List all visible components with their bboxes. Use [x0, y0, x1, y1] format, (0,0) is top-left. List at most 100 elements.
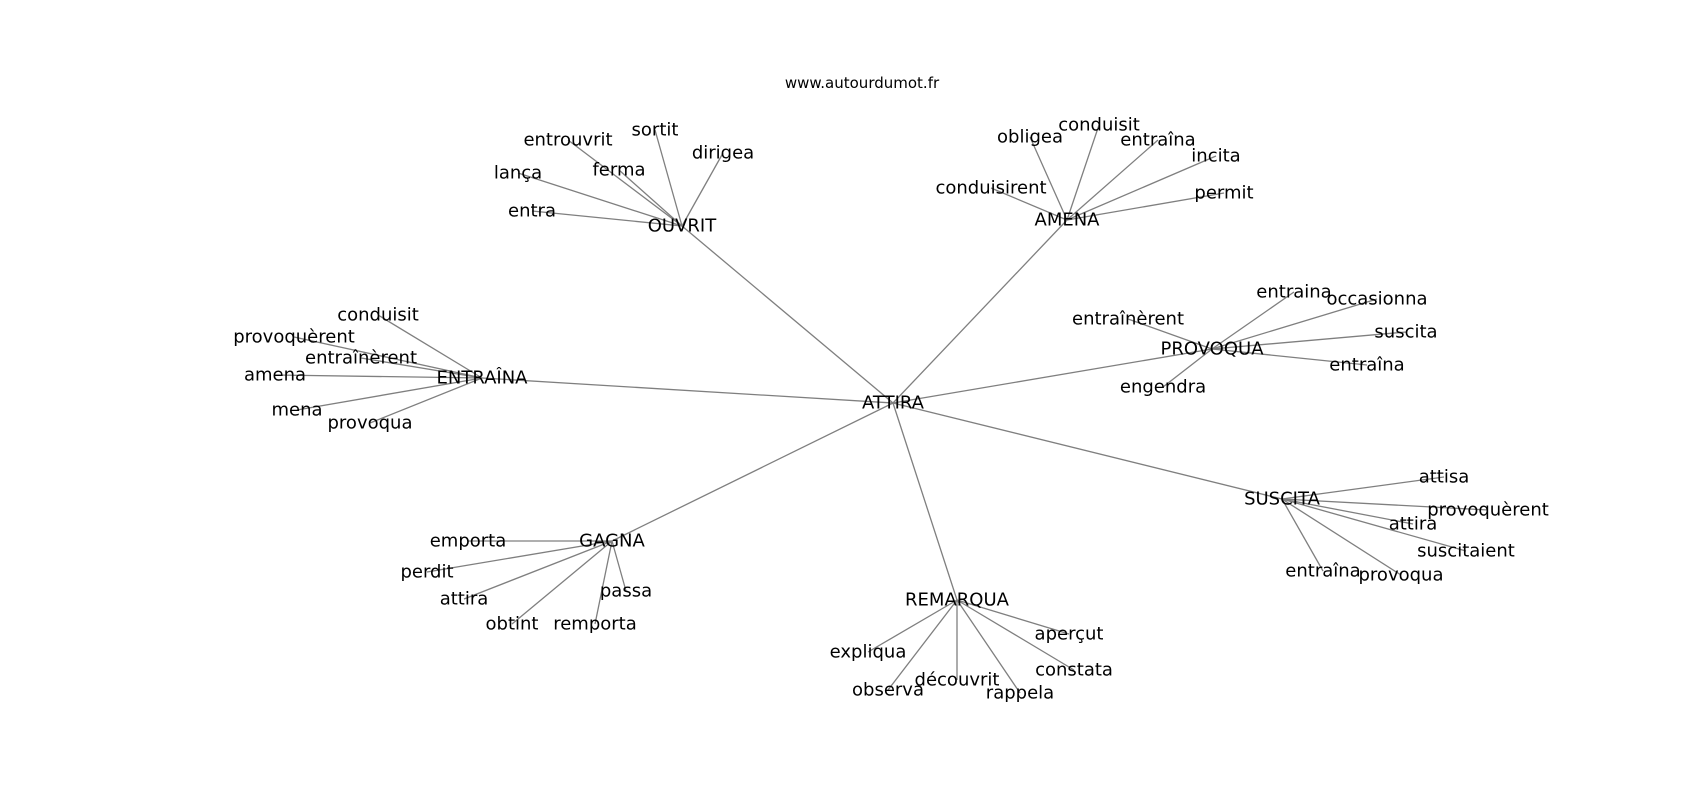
- leaf-node-gagna-2: attira: [440, 589, 489, 610]
- edge-center-ouvrit: [681, 225, 894, 404]
- graph-edges: [274, 124, 1489, 694]
- edge-entraina-leaf-0: [377, 314, 483, 379]
- leaf-node-provoqua-3: suscita: [1374, 322, 1437, 343]
- edge-amena-leaf-1: [1066, 124, 1100, 221]
- leaf-node-suscita-5: provoqua: [1359, 565, 1444, 586]
- edge-remarqua-leaf-1: [867, 599, 958, 653]
- edge-ouvrit-leaf-3: [618, 169, 683, 227]
- leaf-node-gagna-4: obtint: [486, 614, 539, 635]
- edge-provoqua-leaf-2: [1127, 318, 1213, 350]
- leaf-node-entraina-5: provoqua: [328, 413, 413, 434]
- hub-node-provoqua: PROVOQUA: [1160, 339, 1264, 360]
- site-url: www.autourdumot.fr: [785, 74, 940, 92]
- edge-amena-leaf-4: [990, 187, 1068, 221]
- leaf-node-ouvrit-0: entrouvrit: [523, 130, 612, 151]
- edge-provoqua-leaf-1: [1211, 298, 1378, 350]
- edge-ouvrit-leaf-1: [654, 129, 683, 227]
- edge-ouvrit-leaf-5: [531, 210, 683, 227]
- leaf-node-gagna-0: emporta: [430, 531, 507, 552]
- hub-node-gagna: GAGNA: [579, 531, 645, 552]
- leaf-node-gagna-5: remporta: [553, 614, 637, 635]
- leaf-node-amena-2: entraîna: [1120, 130, 1195, 151]
- edge-amena-leaf-0: [1029, 136, 1068, 221]
- leaf-node-amena-5: permit: [1194, 183, 1253, 204]
- edge-entraina-leaf-3: [274, 374, 483, 379]
- leaf-node-remarqua-3: découvrit: [915, 670, 1000, 691]
- edge-center-entraina: [481, 377, 894, 404]
- leaf-node-remarqua-5: rappela: [986, 683, 1054, 704]
- leaf-node-entraina-1: provoquèrent: [233, 327, 355, 348]
- edge-provoqua-leaf-5: [1162, 348, 1213, 388]
- edge-entraina-leaf-5: [369, 377, 483, 424]
- leaf-node-amena-0: obligea: [997, 127, 1063, 148]
- leaf-node-remarqua-1: expliqua: [830, 642, 907, 663]
- edge-center-gagna: [611, 402, 894, 542]
- leaf-node-remarqua-0: aperçut: [1035, 624, 1104, 645]
- leaf-node-ouvrit-4: lança: [494, 163, 542, 184]
- edge-provoqua-leaf-3: [1211, 331, 1407, 350]
- edge-suscita-leaf-2: [1281, 498, 1414, 525]
- leaf-node-ouvrit-2: dirigea: [692, 143, 754, 164]
- hub-node-ouvrit: OUVRIT: [648, 216, 717, 237]
- hub-node-suscita: SUSCITA: [1244, 489, 1321, 510]
- edge-entraina-leaf-4: [296, 377, 483, 411]
- leaf-node-suscita-1: provoquèrent: [1427, 500, 1549, 521]
- hub-node-amena: AMENA: [1035, 210, 1101, 231]
- edge-suscita-leaf-3: [1281, 498, 1467, 552]
- leaf-node-ouvrit-5: entra: [508, 201, 556, 222]
- edge-gagna-leaf-3: [611, 540, 627, 592]
- leaf-node-suscita-0: attisa: [1419, 467, 1470, 488]
- leaf-node-entraina-0: conduisit: [337, 305, 419, 326]
- edge-suscita-leaf-1: [1281, 498, 1489, 511]
- edge-gagna-leaf-2: [463, 540, 613, 600]
- edge-ouvrit-leaf-4: [517, 172, 683, 227]
- leaf-node-remarqua-2: constata: [1035, 660, 1113, 681]
- leaf-node-ouvrit-1: sortit: [632, 120, 679, 141]
- edge-ouvrit-leaf-0: [567, 139, 683, 227]
- leaf-node-gagna-3: passa: [600, 581, 652, 602]
- leaf-node-entraina-3: amena: [244, 365, 306, 386]
- edge-remarqua-leaf-4: [887, 599, 958, 691]
- edge-remarqua-leaf-2: [956, 599, 1075, 671]
- leaf-node-suscita-3: suscitaient: [1417, 541, 1515, 562]
- edge-entraina-leaf-2: [360, 357, 483, 379]
- leaf-node-gagna-1: perdit: [400, 562, 453, 583]
- leaf-node-suscita-2: attira: [1389, 514, 1438, 535]
- graph-labels: entrouvrit sortit dirigea ferma lança entraOU…: [233, 115, 1549, 704]
- edge-center-amena: [892, 219, 1068, 404]
- edge-suscita-leaf-0: [1281, 476, 1445, 500]
- hub-node-remarqua: REMARQUA: [905, 590, 1010, 611]
- leaf-node-provoqua-2: entraînèrent: [1072, 309, 1184, 330]
- edge-provoqua-leaf-4: [1211, 348, 1368, 366]
- leaf-node-provoqua-1: occasionna: [1326, 289, 1427, 310]
- edge-suscita-leaf-5: [1281, 498, 1402, 576]
- edge-center-provoqua: [892, 348, 1213, 404]
- edge-gagna-leaf-5: [594, 540, 613, 625]
- hub-node-entraina: ENTRAÎNA: [436, 367, 528, 389]
- edge-gagna-leaf-1: [426, 540, 613, 573]
- leaf-node-amena-3: incita: [1191, 146, 1240, 167]
- edge-center-remarqua: [892, 402, 958, 601]
- edge-remarqua-leaf-5: [956, 599, 1021, 694]
- edge-amena-leaf-5: [1066, 192, 1225, 221]
- edge-amena-leaf-2: [1066, 139, 1159, 221]
- edge-center-suscita: [892, 402, 1283, 500]
- edge-entraina-leaf-1: [293, 336, 483, 379]
- edge-gagna-leaf-4: [511, 540, 613, 625]
- edge-ouvrit-leaf-2: [681, 152, 724, 227]
- leaf-node-ouvrit-3: ferma: [592, 160, 645, 181]
- leaf-node-provoqua-4: entraîna: [1329, 355, 1404, 376]
- edge-suscita-leaf-4: [1281, 498, 1324, 572]
- edge-provoqua-leaf-0: [1211, 291, 1295, 350]
- edge-amena-leaf-3: [1066, 155, 1217, 221]
- leaf-node-amena-1: conduisit: [1058, 115, 1140, 136]
- leaf-node-provoqua-5: engendra: [1120, 377, 1206, 398]
- leaf-node-remarqua-4: observa: [852, 680, 924, 701]
- leaf-node-suscita-4: entraîna: [1285, 561, 1360, 582]
- leaf-node-entraina-4: mena: [271, 400, 322, 421]
- center-node: ATTIRA: [862, 393, 925, 414]
- leaf-node-entraina-2: entraînèrent: [305, 348, 417, 369]
- leaf-node-amena-4: conduisirent: [935, 178, 1046, 199]
- edge-remarqua-leaf-0: [956, 599, 1070, 635]
